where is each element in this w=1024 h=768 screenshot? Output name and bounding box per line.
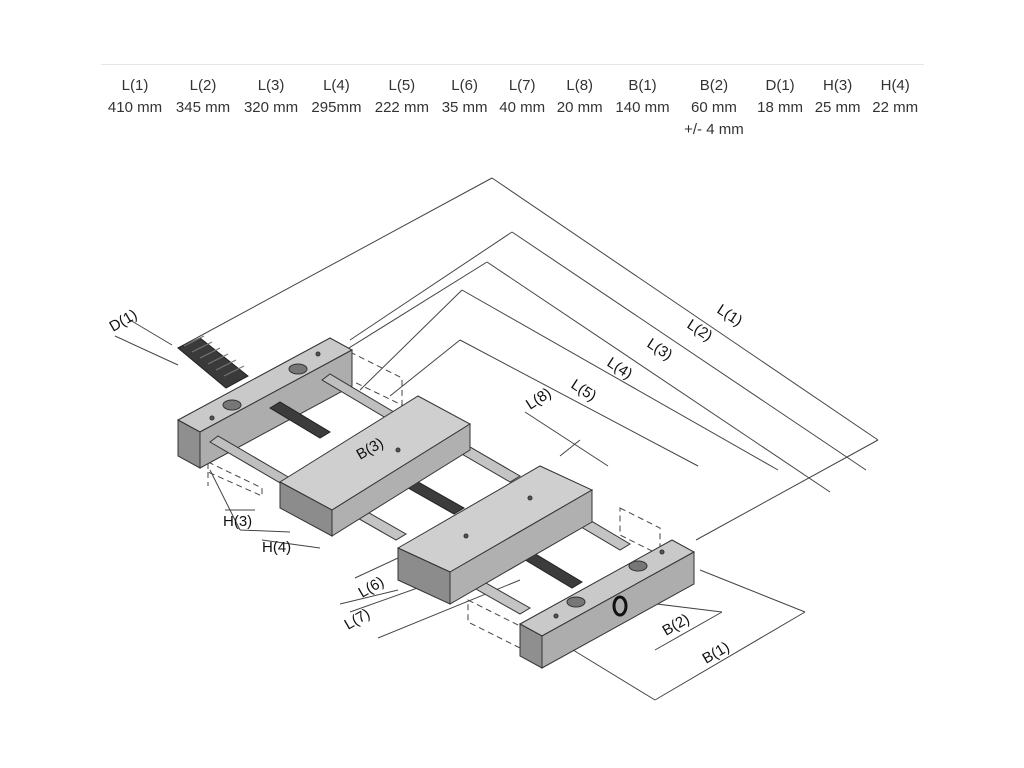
label-l7: L(7) bbox=[342, 605, 374, 633]
spec-l5: L(5)222 mm bbox=[374, 77, 429, 116]
spec-row: L(1)410 mm L(2)345 mm L(3)320 mm L(4)295… bbox=[101, 65, 924, 142]
label-b2: B(2) bbox=[660, 611, 693, 640]
label-d1: D(1) bbox=[107, 306, 141, 335]
label-b1: B(1) bbox=[700, 639, 733, 668]
spec-table: L(1)410 mm L(2)345 mm L(3)320 mm L(4)295… bbox=[101, 64, 924, 141]
label-l8: L(8) bbox=[523, 385, 555, 414]
label-l1: L(1) bbox=[714, 301, 746, 330]
label-l5: L(5) bbox=[568, 376, 600, 405]
label-l2: L(2) bbox=[684, 316, 716, 345]
label-h4: H(4) bbox=[262, 539, 291, 556]
spec-h4: H(4)22 mm bbox=[872, 77, 919, 116]
threaded-handle bbox=[177, 335, 249, 389]
spec-l2: L(2)345 mm bbox=[175, 77, 231, 116]
spec-b2: B(2)60 mm+/- 4 mm bbox=[684, 77, 744, 138]
front-jaw bbox=[396, 465, 594, 605]
spec-l4: L(4)295mm bbox=[311, 77, 362, 116]
label-h3: H(3) bbox=[223, 513, 252, 530]
label-l3: L(3) bbox=[644, 335, 676, 364]
spec-l7: L(7)40 mm bbox=[499, 77, 546, 116]
spec-d1: D(1)18 mm bbox=[757, 77, 803, 116]
end-block bbox=[518, 539, 696, 669]
label-l6: L(6) bbox=[356, 573, 388, 601]
vise-drawing: L(1) L(2) L(3) L(4) L(5) L(8) D(1) B(3) … bbox=[107, 177, 879, 701]
spec-l3: L(3)320 mm bbox=[243, 77, 299, 116]
spec-b1: B(1)140 mm bbox=[615, 77, 670, 116]
spec-l8: L(8)20 mm bbox=[556, 77, 603, 116]
spec-l1: L(1)410 mm bbox=[107, 77, 163, 116]
middle-jaw bbox=[279, 395, 471, 537]
spec-h3: H(3)25 mm bbox=[814, 77, 861, 116]
spec-l6: L(6)35 mm bbox=[441, 77, 488, 116]
